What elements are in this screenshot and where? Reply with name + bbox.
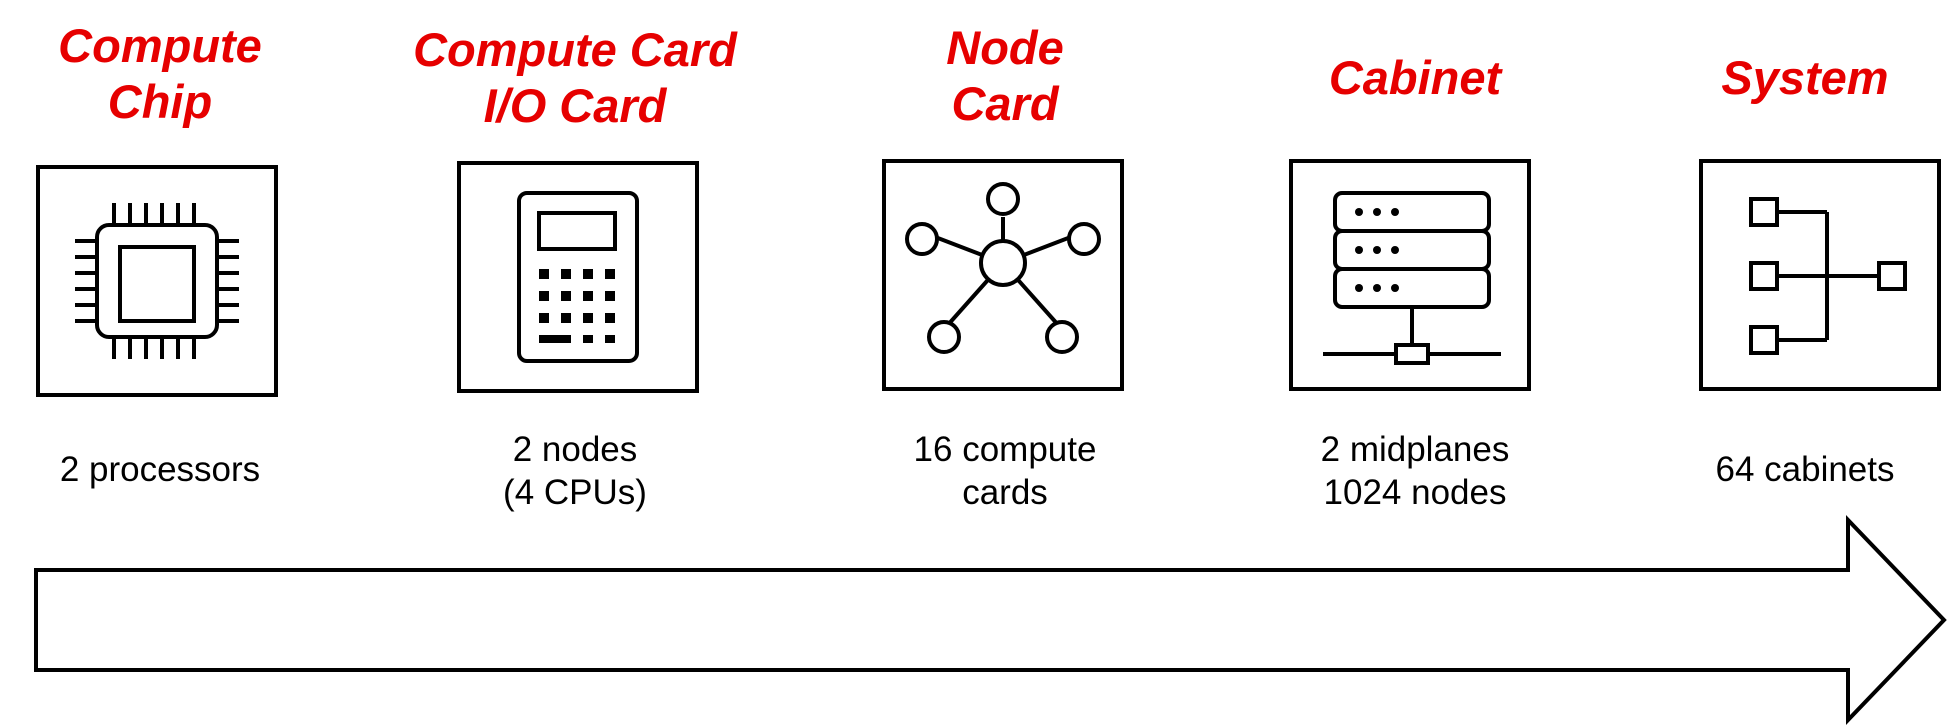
icon-box [1289,159,1531,391]
stage-system: System 64 cabinets [1660,0,1950,726]
stage-compute-chip: Compute Chip [0,0,320,726]
stage-caption: 64 cabinets [1715,450,1895,489]
stage-cabinet: Cabinet 2 midplanes 1024 nodes [1250,0,1580,726]
stage-node-card: Node Card 16 compute cards [840,0,1170,726]
hierarchy-icon [1749,197,1907,355]
icon-box [882,159,1124,391]
server-rack-icon [1323,191,1501,365]
network-icon [905,182,1101,354]
stage-caption: 2 processors [59,450,261,489]
card-icon [517,191,639,363]
stage-caption: 2 nodes (4 CPUs) [503,430,647,512]
stage-title: Compute Card I/O Card [413,23,737,132]
stage-caption: 2 midplanes 1024 nodes [1320,430,1510,512]
chip-icon [75,203,239,359]
stage-title: Cabinet [1328,51,1502,104]
stage-title: Compute Chip [58,19,262,128]
icon-box [1699,159,1941,391]
stage-compute-card: Compute Card I/O Card 2 nodes (4 CPUs) [410,0,740,726]
stage-title: System [1721,51,1889,104]
stage-caption: 16 compute cards [913,430,1097,512]
stage-title: Node Card [946,21,1064,130]
icon-box [36,165,278,397]
icon-box [457,161,699,393]
